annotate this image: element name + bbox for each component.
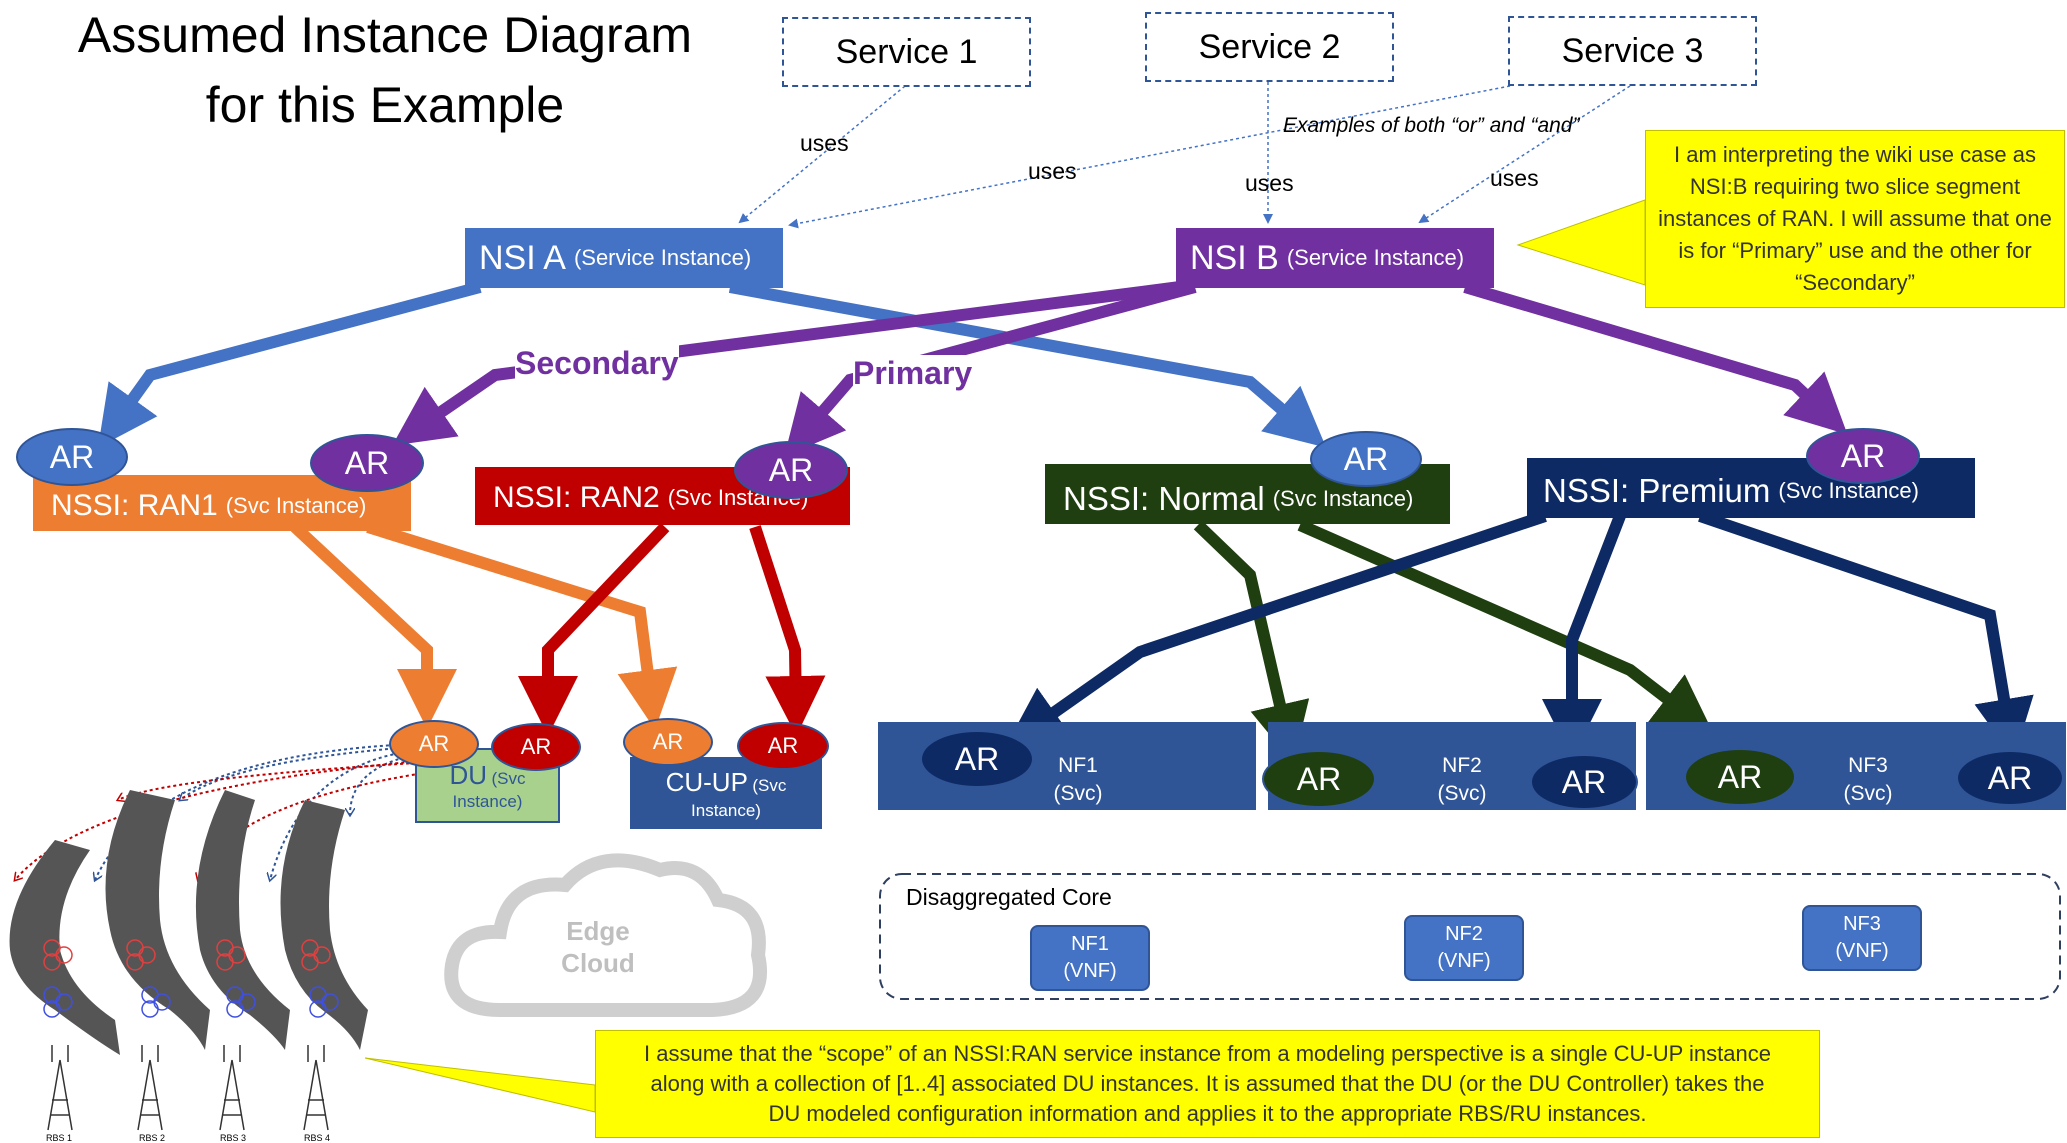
nssi-normal-type: (Svc Instance) [1272,486,1414,511]
vnf-nf1-name: NF1 [1071,933,1109,955]
ar-ran1-b: AR [310,434,424,492]
vnf-nf3-name: NF3 [1843,913,1881,935]
ar-normal: AR [1310,431,1422,487]
nsi-a-box: NSI A (Service Instance) [465,228,783,288]
ar-du-b: AR [491,723,581,771]
edge-cloud-line-2: Cloud [561,948,635,978]
ar-ran1-a: AR [16,428,128,486]
du-type-1: (Svc [491,769,526,788]
cuup-name: CU-UP [665,767,748,797]
nssi-ran1-name: NSSI: RAN1 [51,489,218,522]
scope-callout: I assume that the “scope” of an NSSI:RAN… [595,1030,1820,1138]
examples-note: Examples of both “or” and “and” [1283,114,1580,137]
rbs-3-label: RBS 3 [220,1133,247,1143]
service-1-box: Service 1 [782,17,1031,87]
nssi-normal-name: NSSI: Normal [1063,480,1265,517]
uses-label-4: uses [1490,165,1539,191]
vnf-nf1-type: (VNF) [1063,960,1117,982]
nsi-a-type: (Service Instance) [573,245,752,270]
nf2-svc-name: NF2 [1442,754,1482,777]
primary-label: Primary [853,355,973,392]
ar-nf1: AR [920,730,1034,788]
ar-nf2-b: AR [1530,754,1638,810]
nsi-b-box: NSI B (Service Instance) [1176,228,1494,288]
edge-cloud-label: Edge Cloud [548,915,648,979]
nssi-ran2-name: NSSI: RAN2 [493,481,660,514]
vnf-nf2: NF2 (VNF) [1404,915,1524,981]
nssi-ran1-type: (Svc Instance) [225,493,367,518]
nf3-svc-type: (Svc) [1843,782,1893,805]
rbs-1-label: RBS 1 [46,1133,73,1143]
rbs-2-label: RBS 2 [139,1133,166,1143]
nf1-svc-name: NF1 [1058,754,1098,777]
ar-premium: AR [1806,428,1920,484]
nf3-svc-name: NF3 [1848,754,1888,777]
ar-cuup-a: AR [623,718,713,766]
du-name: DU [449,760,488,790]
edge-cloud-line-1: Edge [566,916,630,946]
secondary-label: Secondary [515,345,679,382]
nf2-svc-type: (Svc) [1437,782,1487,805]
core-title: Disaggregated Core [906,884,1112,910]
nsi-a-name: NSI A [479,238,566,277]
nf1-svc-label: NF1 (Svc) [1038,752,1118,808]
uses-label-2: uses [1028,158,1077,184]
title-line-1: Assumed Instance Diagram [77,7,693,63]
vnf-nf2-name: NF2 [1445,923,1483,945]
ar-nf2-a: AR [1262,750,1376,808]
ar-ran2: AR [734,441,848,499]
nsi-b-name: NSI B [1190,238,1279,277]
nsi-b-type: (Service Instance) [1286,245,1465,270]
uses-label-3: uses [1245,170,1294,196]
nssi-normal-box: NSSI: Normal (Svc Instance) [1045,464,1450,524]
cuup-type-1: (Svc [752,776,787,795]
vnf-nf3: NF3 (VNF) [1802,905,1922,971]
rbs-4-label: RBS 4 [304,1133,331,1143]
primary-secondary-callout: I am interpreting the wiki use case as N… [1645,130,2065,308]
ar-cuup-b: AR [737,722,829,770]
du-type-2: Instance) [452,792,523,811]
vnf-nf3-type: (VNF) [1835,940,1889,962]
service-2-box: Service 2 [1145,12,1394,82]
service-3-box: Service 3 [1508,16,1757,86]
nf1-svc-type: (Svc) [1053,782,1103,805]
title-line-2: for this Example [205,77,565,133]
nf3-svc-label: NF3 (Svc) [1828,752,1908,808]
nssi-premium-name: NSSI: Premium [1543,472,1771,509]
page-title: Assumed Instance Diagram for this Exampl… [40,0,730,140]
uses-label-1: uses [800,130,849,156]
vnf-nf2-type: (VNF) [1437,950,1491,972]
ar-nf3-a: AR [1684,748,1796,806]
ar-nf3-b: AR [1956,750,2064,806]
vnf-nf1: NF1 (VNF) [1030,925,1150,991]
cuup-type-2: Instance) [691,801,761,820]
ar-du-a: AR [389,720,479,768]
nf2-svc-label: NF2 (Svc) [1422,752,1502,808]
